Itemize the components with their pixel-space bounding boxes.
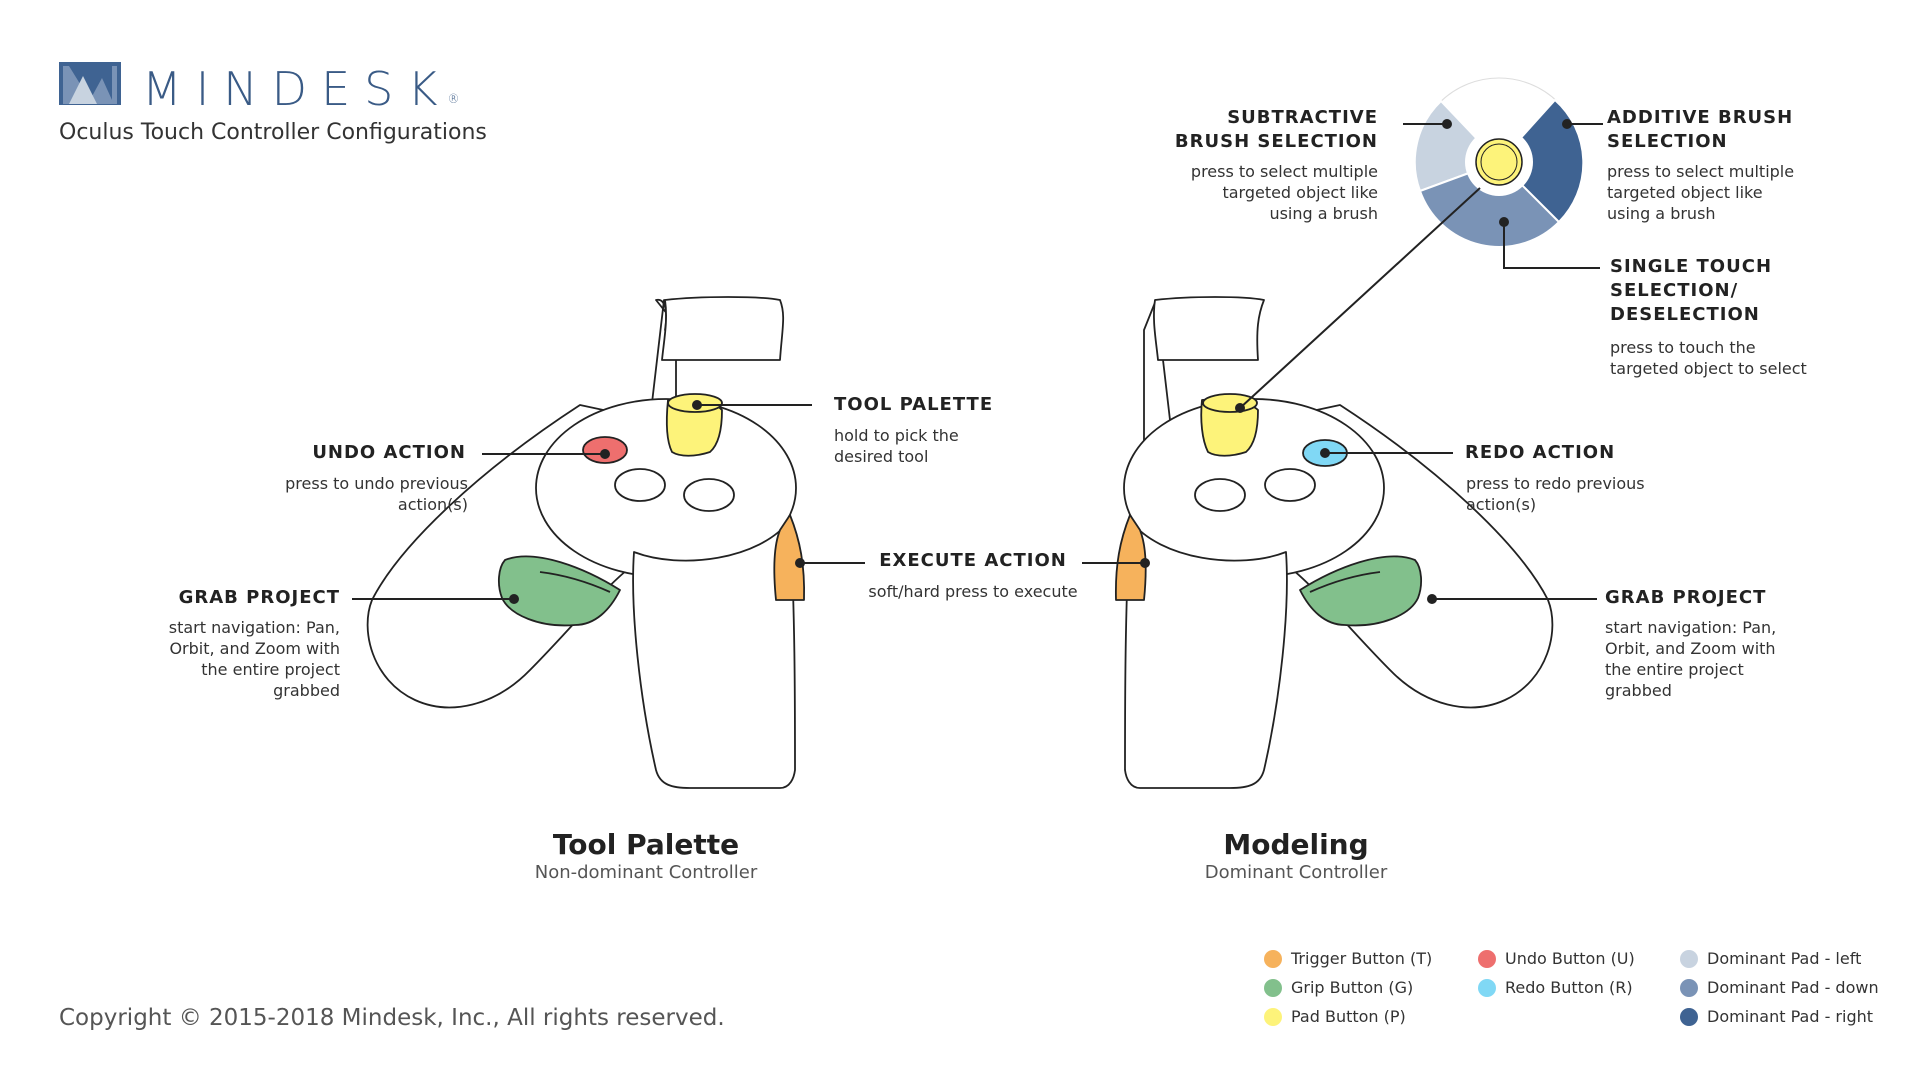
legend-swatch — [1680, 949, 1698, 968]
left-controller — [366, 296, 806, 789]
redo-desc-line: action(s) — [1466, 495, 1537, 514]
legend-item: Grip Button (G) — [1264, 978, 1413, 997]
single-touch-desc-line: targeted object to select — [1610, 359, 1807, 378]
legend-label: Grip Button (G) — [1291, 978, 1414, 997]
undo-action-desc: press to undo previous action(s) — [260, 473, 468, 515]
legend-item: Trigger Button (T) — [1264, 949, 1432, 968]
legend-label: Dominant Pad - down — [1707, 978, 1879, 997]
subtractive-brush-title: SUBTRACTIVE BRUSH SELECTION — [1150, 106, 1378, 154]
undo-desc-line: press to undo previous — [285, 474, 468, 493]
single-touch-title-line: DESELECTION — [1610, 304, 1760, 325]
tool-palette-desc-line: hold to pick the — [834, 426, 959, 445]
grab-left-desc-line: start navigation: Pan, — [168, 618, 340, 637]
legend-swatch — [1478, 978, 1496, 997]
grab-project-right-desc: start navigation: Pan, Orbit, and Zoom w… — [1605, 617, 1776, 701]
grab-right-desc-line: grabbed — [1605, 681, 1672, 700]
brand-registered-mark: ® — [447, 92, 460, 106]
right-controller-title: Modeling — [1223, 828, 1369, 861]
right-controller-subtitle: Dominant Controller — [1204, 862, 1388, 883]
right-controller — [1114, 296, 1554, 789]
subtractive-desc-line: press to select multiple — [1190, 162, 1378, 181]
subtractive-desc-line: targeted object like — [1222, 183, 1378, 202]
additive-brush-title: ADDITIVE BRUSH SELECTION — [1607, 106, 1793, 154]
tool-palette-desc: hold to pick the desired tool — [834, 425, 959, 467]
legend-swatch — [1680, 978, 1698, 997]
brand-name: MINDESK® — [142, 62, 460, 116]
legend-label: Dominant Pad - right — [1707, 1007, 1874, 1026]
left-controller-title: Tool Palette — [552, 828, 740, 861]
single-touch-desc: press to touch the targeted object to se… — [1610, 337, 1807, 379]
additive-desc-line: targeted object like — [1607, 183, 1763, 202]
single-touch-title-line: SELECTION/ — [1610, 280, 1739, 301]
legend-item: Redo Button (R) — [1478, 978, 1633, 997]
legend-swatch — [1478, 949, 1496, 968]
left-controller-subtitle: Non-dominant Controller — [534, 862, 758, 883]
tool-palette-desc-line: desired tool — [834, 447, 929, 466]
legend-label: Pad Button (P) — [1291, 1007, 1406, 1026]
grab-right-desc-line: start navigation: Pan, — [1605, 618, 1777, 637]
legend-swatch — [1680, 1007, 1698, 1026]
execute-action-desc: soft/hard press to execute — [868, 582, 1078, 601]
grab-left-desc-line: grabbed — [273, 681, 340, 700]
undo-action-title: UNDO ACTION — [312, 442, 466, 463]
subtractive-title-line: SUBTRACTIVE — [1227, 107, 1378, 128]
single-touch-title-line: SINGLE TOUCH — [1610, 256, 1773, 277]
legend-item: Dominant Pad - left — [1680, 949, 1861, 968]
grab-project-right-title: GRAB PROJECT — [1605, 587, 1767, 608]
subtractive-brush-desc: press to select multiple targeted object… — [1150, 161, 1378, 224]
mindesk-logo-icon — [59, 62, 121, 105]
legend-item: Dominant Pad - down — [1680, 978, 1879, 997]
additive-title-line: SELECTION — [1607, 131, 1728, 152]
undo-desc-line: action(s) — [397, 495, 468, 514]
grab-project-left-desc: start navigation: Pan, Orbit, and Zoom w… — [140, 617, 340, 701]
legend-swatch — [1264, 1007, 1282, 1026]
legend-swatch — [1264, 949, 1282, 968]
legend-label: Trigger Button (T) — [1291, 949, 1433, 968]
legend-item: Undo Button (U) — [1478, 949, 1635, 968]
single-touch-desc-line: press to touch the — [1610, 338, 1756, 357]
legend-label: Redo Button (R) — [1505, 978, 1633, 997]
legend-label: Dominant Pad - left — [1707, 949, 1862, 968]
additive-desc-line: press to select multiple — [1607, 162, 1795, 181]
redo-action-title: REDO ACTION — [1465, 442, 1616, 463]
grab-project-left-title: GRAB PROJECT — [178, 587, 340, 608]
redo-action-desc: press to redo previous action(s) — [1466, 473, 1645, 515]
grab-right-desc-line: Orbit, and Zoom with — [1605, 639, 1776, 658]
legend-label: Undo Button (U) — [1505, 949, 1635, 968]
redo-desc-line: press to redo previous — [1466, 474, 1645, 493]
grab-left-desc-line: Orbit, and Zoom with — [169, 639, 340, 658]
legend-item: Dominant Pad - right — [1680, 1007, 1873, 1026]
subtractive-desc-line: using a brush — [1269, 204, 1378, 223]
page-subtitle: Oculus Touch Controller Configurations — [59, 120, 487, 145]
copyright: Copyright © 2015-2018 Mindesk, Inc., All… — [59, 1005, 725, 1031]
leader-lines — [352, 119, 1603, 604]
tool-palette-title: TOOL PALETTE — [834, 394, 994, 415]
additive-desc-line: using a brush — [1607, 204, 1716, 223]
legend-item: Pad Button (P) — [1264, 1007, 1406, 1026]
grab-left-desc-line: the entire project — [201, 660, 340, 679]
execute-action-title: EXECUTE ACTION — [879, 550, 1067, 571]
subtractive-title-line: BRUSH SELECTION — [1174, 131, 1378, 152]
additive-title-line: ADDITIVE BRUSH — [1607, 107, 1794, 128]
single-touch-title: SINGLE TOUCH SELECTION/ DESELECTION — [1610, 255, 1772, 327]
grab-right-desc-line: the entire project — [1605, 660, 1744, 679]
additive-brush-desc: press to select multiple targeted object… — [1607, 161, 1794, 224]
legend-swatch — [1264, 978, 1282, 997]
